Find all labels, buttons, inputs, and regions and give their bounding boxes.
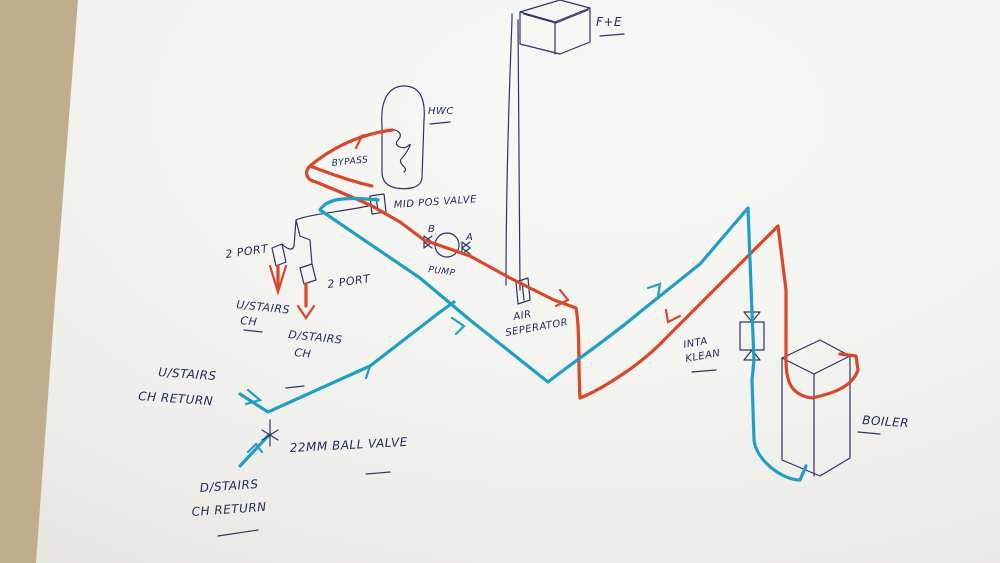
hot-water-cylinder xyxy=(381,85,425,190)
two-port-valve-upstairs xyxy=(271,243,287,267)
label-boiler: BOILER xyxy=(862,413,910,430)
flow-pipe-primary xyxy=(305,128,860,400)
ch-branch-pipework xyxy=(281,205,369,265)
label-downstairs-ch-1: D/STAIRS xyxy=(288,328,343,347)
label-hwc: HWC xyxy=(428,106,454,117)
label-pump: PUMP xyxy=(428,265,456,279)
label-valve-b: B xyxy=(428,224,435,235)
flow-arrows xyxy=(244,133,682,454)
label-downstairs-return-2: CH RETURN xyxy=(191,500,267,519)
label-valve-a: A xyxy=(465,232,473,243)
two-port-valve-downstairs xyxy=(299,263,317,285)
label-air-separator-1: AIR xyxy=(512,309,533,323)
label-bypass: BYPASS xyxy=(331,155,369,169)
label-underlines xyxy=(217,33,881,537)
label-upstairs-ch-1: U/STAIRS xyxy=(236,298,291,317)
feed-expansion-pipe xyxy=(505,13,521,291)
return-pipe-downstairs xyxy=(238,434,270,468)
label-upstairs-return-1: U/STAIRS xyxy=(158,365,217,383)
label-upstairs-ch-2: CH xyxy=(240,314,258,329)
label-downstairs-ch-2: CH xyxy=(294,346,312,361)
pump xyxy=(423,232,471,258)
f-and-e-tank xyxy=(519,0,591,55)
label-intakleen-1: INTA xyxy=(683,336,709,351)
label-ball-valve: 22MM BALL VALVE xyxy=(289,435,408,455)
label-two-port-1: 2 PORT xyxy=(225,242,270,261)
label-f-and-e: F+E xyxy=(596,15,622,29)
label-downstairs-return-1: D/STAIRS xyxy=(199,477,259,495)
label-two-port-2: 2 PORT xyxy=(327,272,372,291)
flow-pipe-bypass xyxy=(308,164,374,188)
ball-valve xyxy=(261,419,279,447)
return-pipe-primary xyxy=(318,196,808,482)
boiler xyxy=(781,339,851,477)
label-upstairs-return-2: CH RETURN xyxy=(138,389,214,408)
